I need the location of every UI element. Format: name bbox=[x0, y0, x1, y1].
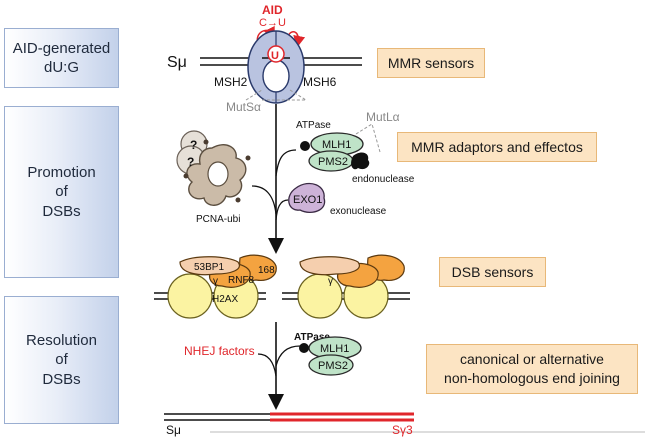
atpase-label: ATPase bbox=[296, 120, 331, 131]
rnf8-label: RNF8 bbox=[228, 275, 255, 286]
mlh1-label: MLH1 bbox=[322, 139, 351, 151]
stage-aid-generated: AID-generated dU:G bbox=[4, 28, 119, 88]
pcna-label: PCNA-ubi bbox=[196, 214, 240, 225]
msh6-label: MSH6 bbox=[303, 75, 337, 89]
bp53-label: 53BP1 bbox=[194, 262, 224, 273]
pms2-2-label: PMS2 bbox=[318, 360, 348, 372]
exo1-complex bbox=[288, 182, 326, 213]
stage-resolution: Resolution of DSBs bbox=[4, 296, 119, 424]
question-mark-1: ? bbox=[190, 138, 197, 152]
mutsa-clamp bbox=[247, 30, 305, 104]
smu-bottom-label: Sμ bbox=[166, 423, 181, 437]
mmr-sensors-label: MMR sensors bbox=[387, 54, 475, 71]
mutla-pointer bbox=[355, 123, 381, 153]
mutla-complex-2 bbox=[299, 336, 362, 376]
left-nucleosomes bbox=[167, 273, 259, 319]
gamma-right: γ bbox=[328, 276, 333, 287]
right-dsb-sensor-complex bbox=[299, 254, 405, 288]
question-mark-2: ? bbox=[187, 155, 194, 169]
c-to-u-label: C→U bbox=[259, 17, 286, 29]
pcna-feed-curve bbox=[251, 185, 277, 215]
exonuclease-label: exonuclease bbox=[330, 206, 387, 217]
mutsa-pointer bbox=[245, 89, 308, 101]
exo1-feed-curve bbox=[275, 199, 289, 221]
mlh1-2-label: MLH1 bbox=[320, 343, 349, 355]
mmr-adaptors-label: MMR adaptors and effectos bbox=[411, 138, 583, 155]
pcna-complex bbox=[176, 130, 251, 206]
gamma-left: γ bbox=[213, 276, 218, 287]
left-dsb-sensor-complex bbox=[179, 254, 277, 288]
mutsa-label: MutSα bbox=[226, 100, 261, 114]
msh2-label: MSH2 bbox=[214, 75, 248, 89]
bottom-dna-smu bbox=[164, 413, 270, 421]
mutla-label: MutLα bbox=[366, 110, 400, 124]
aid-label: AID bbox=[262, 3, 283, 17]
mlh-feed-curve bbox=[275, 345, 301, 367]
dsb-sensors-box: DSB sensors bbox=[439, 257, 546, 287]
atpase2-label: ATPase bbox=[294, 332, 330, 343]
smu-top-label: Sμ bbox=[167, 54, 187, 71]
stage-promotion: Promotion of DSBs bbox=[4, 106, 119, 278]
sg3-label: Sγ3 bbox=[392, 423, 413, 437]
h2ax-label: H2AX bbox=[212, 294, 238, 305]
stage-aid-generated-label: AID-generated dU:G bbox=[12, 39, 111, 77]
mmr-adaptors-box: MMR adaptors and effectos bbox=[397, 132, 597, 162]
dsb-sensors-label: DSB sensors bbox=[451, 263, 534, 280]
nhej-factors-label: NHEJ factors bbox=[184, 344, 255, 358]
nhej-feed-curve bbox=[257, 353, 277, 377]
stage-promotion-label: Promotion of DSBs bbox=[27, 163, 96, 220]
mutla-feed-curve bbox=[275, 149, 297, 177]
mmr-sensors-box: MMR sensors bbox=[377, 48, 485, 78]
rnf168-label: 168 bbox=[258, 265, 275, 276]
uracil-label: U bbox=[271, 50, 279, 62]
pms2-label: PMS2 bbox=[318, 156, 348, 168]
exo1-label: EXO1 bbox=[293, 194, 322, 206]
bottom-dna-sg3 bbox=[270, 412, 414, 422]
nhej-label: canonical or alternative non-homologous … bbox=[444, 351, 620, 386]
stage-resolution-label: Resolution of DSBs bbox=[26, 331, 97, 388]
mutla-complex bbox=[300, 132, 370, 172]
nhej-box: canonical or alternative non-homologous … bbox=[426, 344, 638, 394]
endonuclease-label: endonuclease bbox=[352, 174, 415, 185]
